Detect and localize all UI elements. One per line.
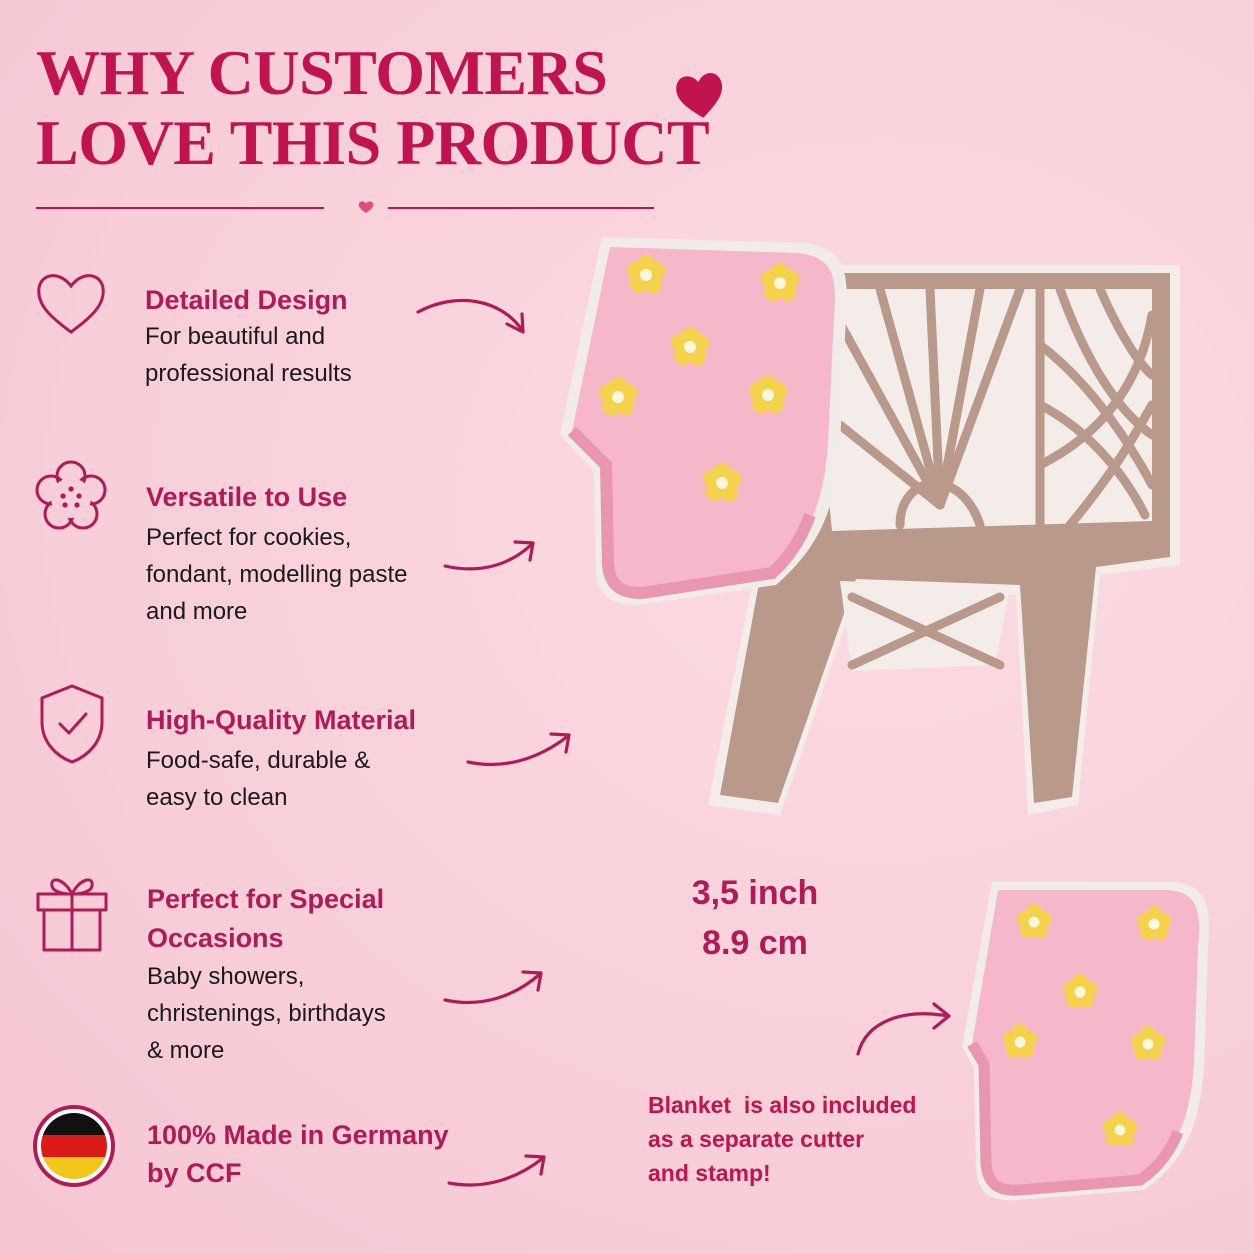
feature-desc-line: Baby showers,: [147, 963, 305, 990]
feature-desc-line: and more: [146, 598, 248, 625]
size-inches: 3,5 inch: [691, 874, 819, 912]
arrow-icon: [416, 298, 525, 334]
blanket-note: Blanket is also included as a separate c…: [648, 1088, 916, 1190]
feature-desc-line: Perfect for cookies,: [146, 524, 352, 551]
flower-decoration: [599, 255, 799, 501]
germany-flag-icon: [32, 1104, 116, 1188]
heart-outline-icon: [33, 262, 109, 338]
title-line-2: LOVE THIS PRODUCT: [36, 107, 710, 178]
divider-heart-icon: [358, 201, 374, 213]
feature-desc-line: & more: [147, 1037, 225, 1064]
feature-special-occasions: Perfect for Special Occasions Baby showe…: [147, 880, 386, 1069]
shield-check-icon: [36, 682, 108, 766]
feature-title: Versatile to Use: [146, 482, 348, 512]
size-cm: 8.9 cm: [702, 924, 808, 962]
feature-versatile-to-use: Versatile to Use Perfect for cookies, fo…: [146, 477, 408, 630]
note-line: as a separate cutter: [648, 1126, 865, 1152]
product-image-bassinet-cutter: [560, 237, 1180, 815]
gift-icon: [34, 872, 110, 954]
title-line-1: WHY CUSTOMERS: [36, 37, 608, 108]
feature-desc-line: easy to clean: [146, 784, 288, 811]
arrow-icon: [443, 970, 543, 1005]
flower-outline-icon: [32, 458, 110, 536]
heart-icon: [672, 66, 728, 122]
flower-decoration: [1003, 904, 1171, 1146]
feature-high-quality-material: High-Quality Material Food-safe, durable…: [146, 700, 416, 816]
feature-desc-line: For beautiful and: [145, 323, 326, 350]
title-divider: [36, 201, 654, 213]
feature-desc-line: christenings, birthdays: [147, 1000, 386, 1027]
size-label: 3,5 inch 8.9 cm: [660, 868, 850, 968]
arrow-icon: [856, 1002, 951, 1056]
feature-title-line: 100% Made in Germany: [147, 1120, 449, 1150]
feature-detailed-design: Detailed Design For beautiful and profes…: [145, 280, 352, 392]
note-line: Blanket is also included: [648, 1092, 917, 1118]
feature-desc-line: Food-safe, durable &: [146, 747, 371, 774]
note-line: and stamp!: [648, 1160, 771, 1186]
feature-desc-line: fondant, modelling paste: [146, 561, 408, 588]
feature-title-line: by CCF: [147, 1158, 242, 1188]
feature-title: Detailed Design: [145, 285, 348, 315]
arrow-icon: [443, 540, 535, 571]
page-title: WHY CUSTOMERS LOVE THIS PRODUCT: [36, 37, 710, 178]
arrow-icon: [466, 732, 571, 767]
feature-title-line: Perfect for Special: [147, 884, 385, 914]
product-image-blanket-cutter: [962, 882, 1209, 1201]
feature-title-line: Occasions: [147, 923, 284, 953]
feature-desc-line: professional results: [145, 360, 352, 387]
feature-title: High-Quality Material: [146, 705, 417, 735]
feature-made-in-germany: 100% Made in Germany by CCF: [147, 1116, 449, 1192]
arrow-icon: [447, 1154, 546, 1187]
